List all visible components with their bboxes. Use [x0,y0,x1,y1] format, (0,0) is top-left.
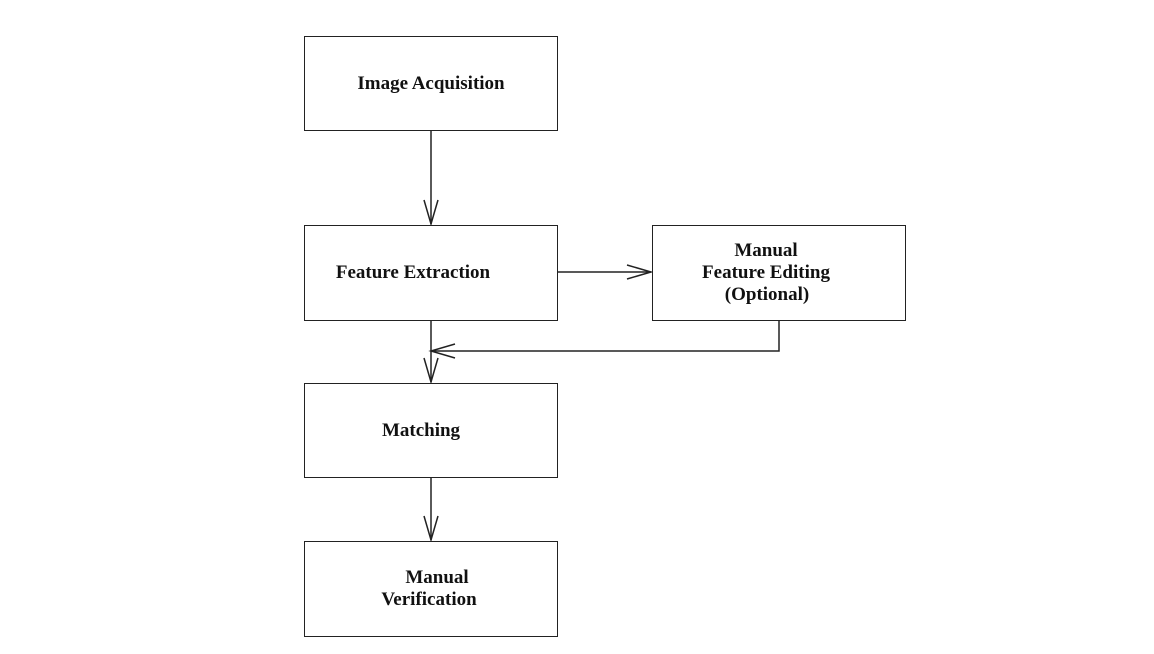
node-label: Image Acquisition [357,72,505,94]
arrowhead-acquisition-to-extraction [423,199,439,227]
node-feature-extraction: Feature Extraction [304,225,558,321]
node-image-acquisition: Image Acquisition [304,36,558,131]
node-label-line-1: Manual [405,567,469,588]
node-label-line-1: Manual [734,240,798,261]
node-label: Feature Extraction [335,262,491,283]
node-label-line-3: (Optional) [724,284,810,305]
arrowhead-matching-to-verification [423,515,439,543]
arrowhead-extraction-to-matching [423,357,439,385]
node-manual-feature-editing: Manual Feature Editing (Optional) [652,225,906,321]
node-manual-verification: Manual Verification [304,541,558,637]
node-label: Matching [381,419,461,441]
arrowhead-extraction-to-editing [626,264,654,280]
edge-editing-to-matching [431,321,780,352]
node-matching: Matching [304,383,558,478]
node-label-line-2: Feature Editing [702,262,830,283]
node-label-line-2: Verification [381,589,477,610]
